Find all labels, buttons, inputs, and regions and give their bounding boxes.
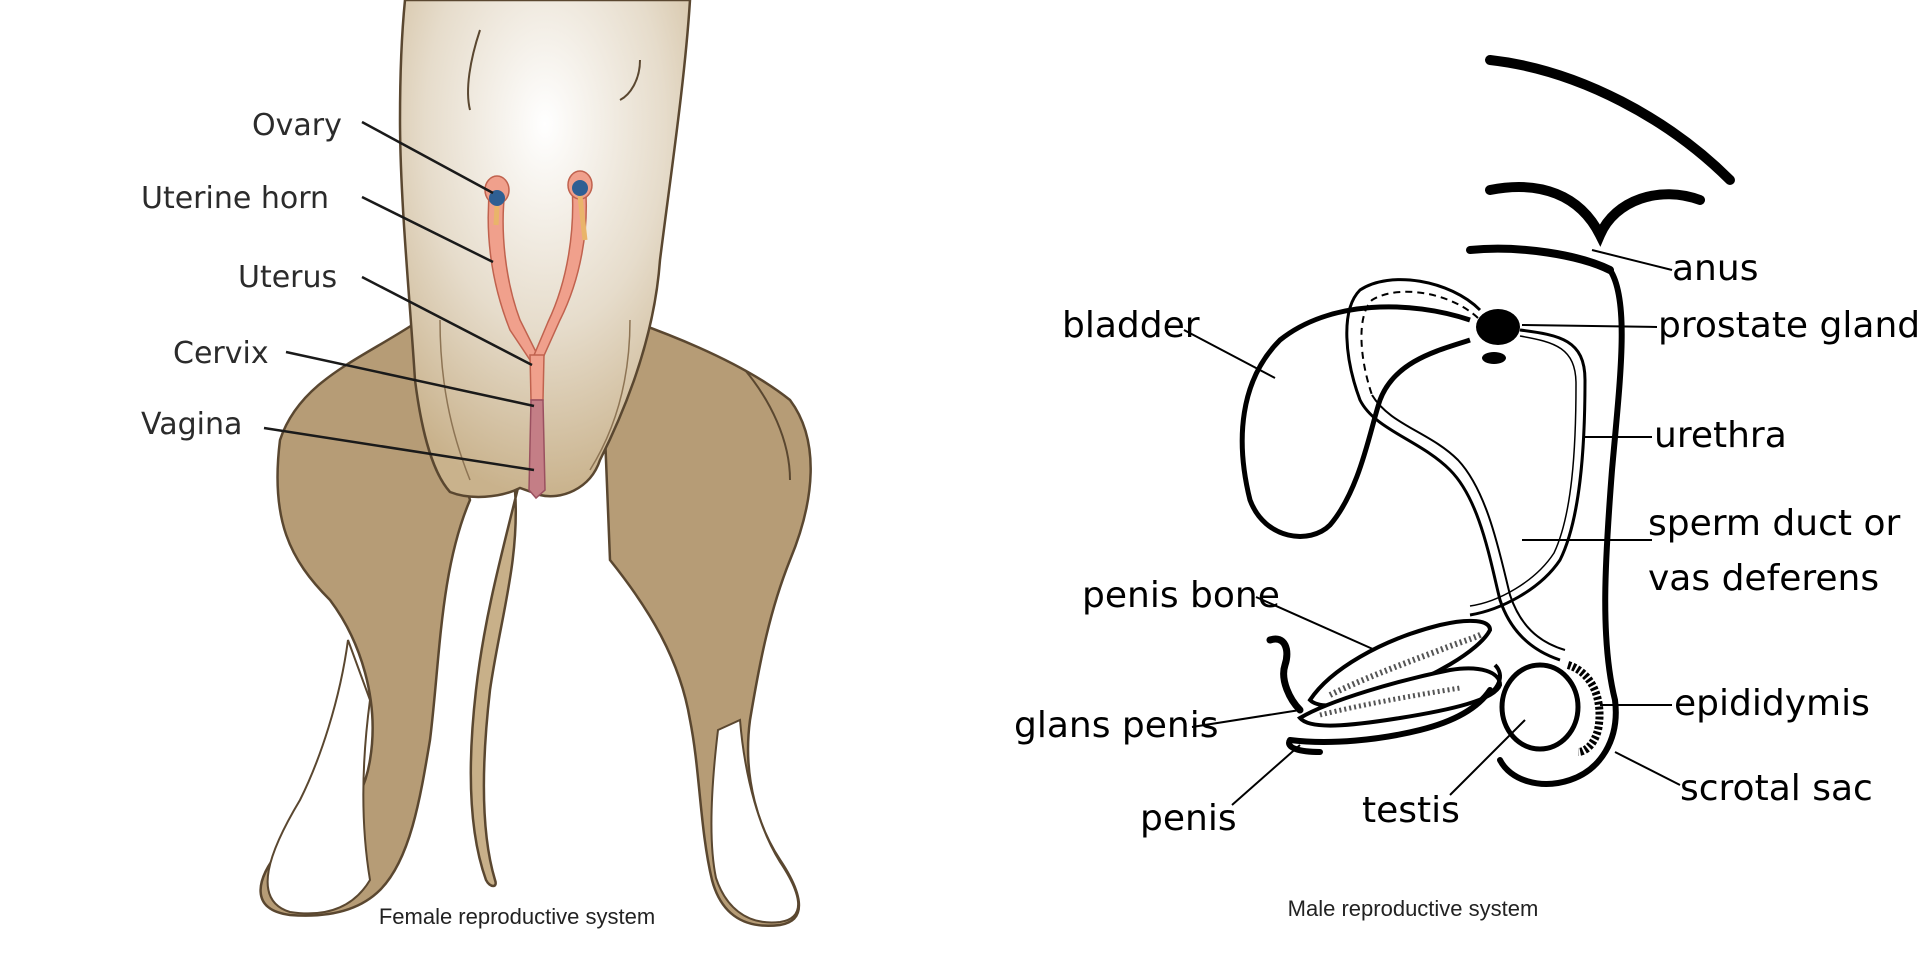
- label-ovary: Ovary: [252, 108, 342, 143]
- back-outline: [1485, 55, 1735, 185]
- label-penis: penis: [1140, 798, 1237, 839]
- sheath-end: [1479, 663, 1502, 702]
- testis-leader: [1449, 719, 1526, 796]
- rectum-outline: [1466, 244, 1614, 274]
- female-diagram: Ovary Uterine horn Uterus Cervix Vagina …: [141, 0, 812, 929]
- label-prostate-gland: prostate gland: [1658, 305, 1920, 346]
- fold-line: [744, 369, 791, 481]
- sperm-duct-inner: [1371, 394, 1566, 651]
- female-caption: Female reproductive system: [379, 904, 655, 929]
- scrotal-sac-leader: [1614, 751, 1681, 786]
- fold-line: [439, 319, 471, 481]
- label-uterus: Uterus: [238, 260, 337, 295]
- glans-texture: [1319, 685, 1461, 718]
- label-testis: testis: [1362, 790, 1460, 831]
- female-reproductive-panel: Ovary Uterine horn Uterus Cervix Vagina …: [141, 0, 812, 929]
- uterine-horn-leader: [361, 195, 494, 264]
- dog-torso: [398, 0, 692, 499]
- fold-line: [589, 319, 631, 471]
- uterus-body: [529, 354, 545, 401]
- urethra-line: [1469, 328, 1587, 617]
- prostate-leader: [1521, 324, 1658, 328]
- epididymis: [1566, 661, 1604, 756]
- fold-line: [467, 29, 481, 111]
- oviduct-right: [577, 195, 588, 241]
- testis: [1499, 662, 1581, 752]
- dog-left-paw: [266, 639, 372, 915]
- oviduct-left: [493, 205, 500, 226]
- label-anus: anus: [1672, 248, 1758, 289]
- prostate-gland-lower: [1482, 352, 1506, 364]
- label-cervix: Cervix: [173, 336, 269, 371]
- label-vagina: Vagina: [141, 407, 242, 442]
- ovary-leader: [361, 120, 494, 195]
- bladder-outline: [1239, 304, 1471, 539]
- male-caption: Male reproductive system: [1288, 896, 1539, 921]
- label-penis-bone: penis bone: [1082, 575, 1280, 616]
- cervix-leader: [285, 350, 535, 408]
- label-bladder: bladder: [1062, 305, 1200, 346]
- label-sperm-duct-line2: vas deferens: [1648, 558, 1879, 599]
- glans-penis-leader: [1191, 709, 1301, 728]
- prostate-gland: [1476, 309, 1520, 345]
- fold-line: [619, 59, 641, 101]
- label-epididymis: epididymis: [1674, 683, 1870, 724]
- dog-right-paw: [710, 718, 799, 924]
- sperm-duct-hidden: [1360, 290, 1479, 396]
- urethra-line-inner: [1469, 335, 1577, 607]
- dog-tail: [469, 479, 522, 888]
- bladder-leader: [1183, 329, 1276, 379]
- tail-base-outline: [1485, 182, 1705, 247]
- sperm-duct-outer: [1345, 278, 1561, 662]
- anus-leader: [1591, 249, 1673, 271]
- ovary-left: [489, 190, 505, 206]
- uterus-leader: [361, 275, 533, 367]
- dog-right-leg: [598, 308, 812, 928]
- male-diagram: anus prostate gland bladder urethra sper…: [1014, 55, 1920, 921]
- male-reproductive-panel: anus prostate gland bladder urethra sper…: [960, 0, 1920, 964]
- label-scrotal-sac: scrotal sac: [1680, 768, 1873, 809]
- penis-bone-leader: [1255, 596, 1376, 651]
- vagina-tube: [528, 399, 546, 500]
- label-urethra: urethra: [1654, 415, 1787, 456]
- penis-leader: [1231, 744, 1301, 806]
- label-sperm-duct-line1: sperm duct or: [1648, 503, 1900, 544]
- glans-penis: [1296, 666, 1503, 728]
- vagina-leader: [263, 426, 535, 472]
- label-uterine-horn: Uterine horn: [141, 181, 329, 216]
- scrotal-sac-outline: [1497, 267, 1625, 787]
- prepuce: [1266, 635, 1304, 714]
- label-glans-penis: glans penis: [1014, 705, 1219, 746]
- ovary-right: [572, 180, 588, 196]
